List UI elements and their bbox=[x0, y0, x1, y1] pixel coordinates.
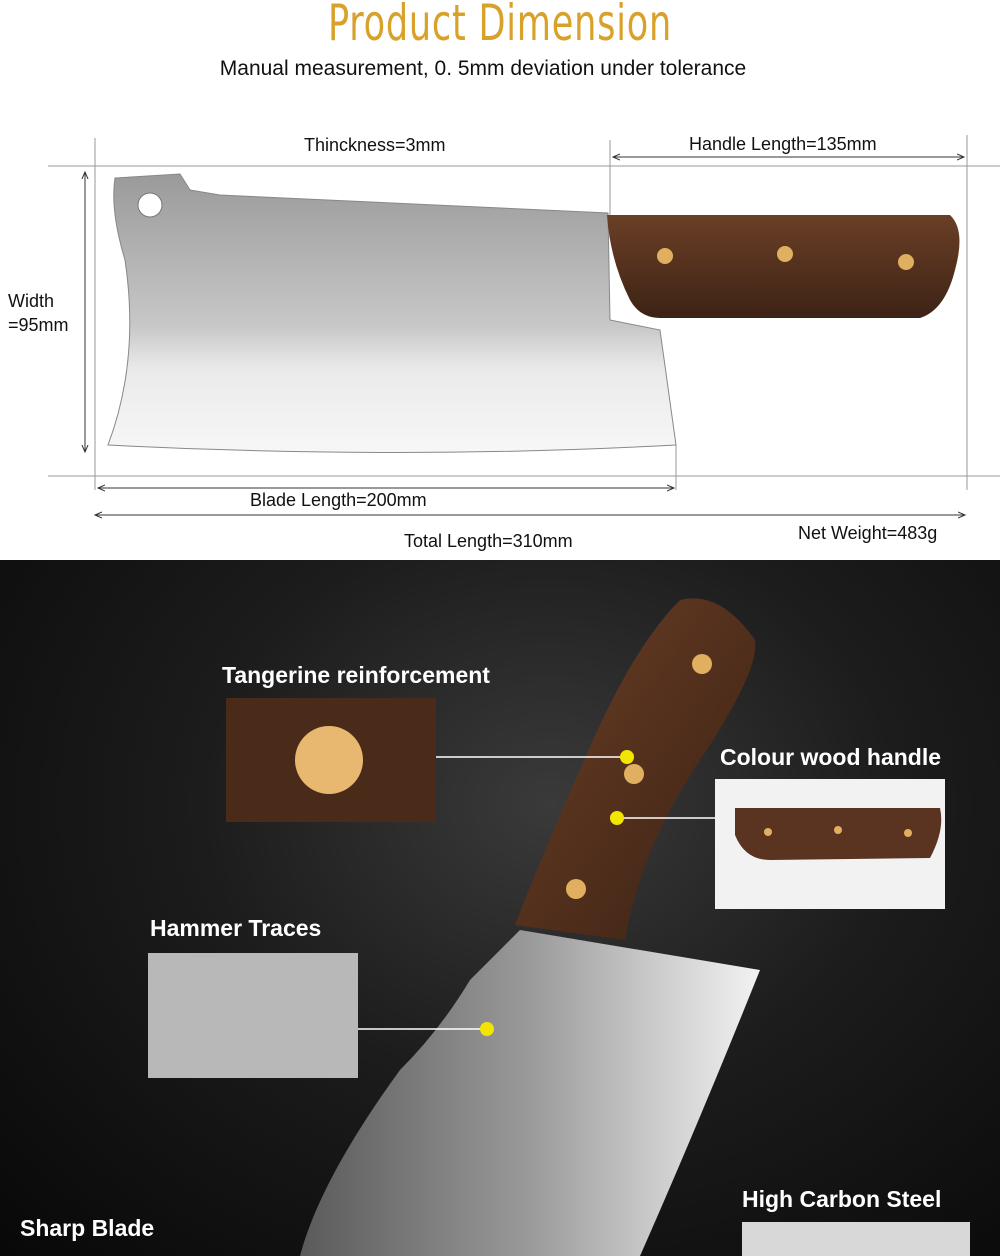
width-label-2: =95mm bbox=[8, 315, 69, 335]
subtitle: Manual measurement, 0. 5mm deviation und… bbox=[219, 57, 747, 80]
marker-dot bbox=[480, 1022, 494, 1036]
blade-length-label: Blade Length=200mm bbox=[250, 490, 427, 510]
high-carbon-steel-inset bbox=[742, 1222, 970, 1256]
cleaver-blade bbox=[107, 173, 677, 453]
dimension-section: Product Dimension Manual measurement, 0.… bbox=[0, 0, 1000, 560]
feature-label-hammer-traces: Hammer Traces bbox=[150, 915, 322, 941]
hang-hole bbox=[137, 192, 163, 218]
marker-dot bbox=[620, 750, 634, 764]
dimension-diagram bbox=[48, 135, 1000, 560]
total-length-label: Total Length=310mm bbox=[404, 531, 573, 551]
thickness-label: Thinckness=3mm bbox=[304, 135, 446, 155]
knife-feature-diagram bbox=[148, 598, 970, 1256]
feature-label-tangerine: Tangerine reinforcement bbox=[222, 662, 490, 688]
knife-blade bbox=[300, 930, 760, 1256]
cleaver-handle bbox=[607, 215, 960, 318]
net-weight-label: Net Weight=483g bbox=[798, 523, 938, 543]
features-section: Tangerine reinforcement Colour wood hand… bbox=[0, 560, 1000, 1256]
hammer-traces-inset bbox=[148, 953, 358, 1078]
handle-length-label: Handle Length=135mm bbox=[689, 134, 877, 154]
marker-dot bbox=[610, 811, 624, 825]
page-title: Product Dimension bbox=[328, 0, 672, 52]
feature-label-wood-handle: Colour wood handle bbox=[720, 744, 942, 770]
width-label-1: Width bbox=[8, 291, 55, 311]
feature-label-high-carbon-steel: High Carbon Steel bbox=[742, 1186, 942, 1212]
feature-label-sharp-blade: Sharp Blade bbox=[20, 1215, 155, 1241]
